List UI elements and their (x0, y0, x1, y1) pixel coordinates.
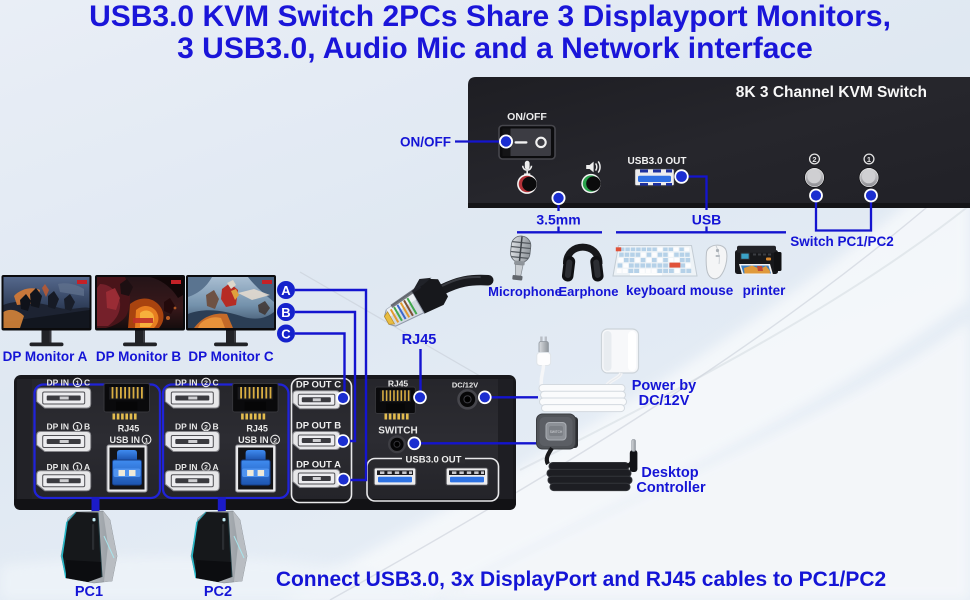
svg-text:DC/12V: DC/12V (639, 393, 690, 409)
svg-text:DP IN: DP IN (47, 378, 70, 388)
svg-text:B: B (281, 305, 290, 320)
svg-text:C: C (281, 326, 291, 341)
svg-text:RJ45: RJ45 (246, 424, 268, 434)
svg-text:DP Monitor A: DP Monitor A (3, 349, 88, 364)
svg-text:Switch PC1/PC2: Switch PC1/PC2 (790, 234, 894, 249)
svg-text:Desktop: Desktop (641, 465, 698, 481)
svg-text:DP IN: DP IN (175, 422, 198, 432)
svg-text:USB IN: USB IN (238, 435, 269, 445)
svg-text:A: A (84, 462, 90, 472)
svg-text:Controller: Controller (636, 480, 706, 496)
svg-text:C: C (213, 378, 219, 388)
svg-text:1: 1 (145, 437, 149, 444)
svg-text:mouse: mouse (690, 283, 734, 298)
svg-text:2: 2 (204, 465, 208, 472)
svg-text:1: 1 (76, 380, 80, 387)
svg-text:1: 1 (76, 424, 80, 431)
svg-text:Earphone: Earphone (559, 284, 619, 299)
svg-text:2: 2 (812, 155, 816, 164)
svg-text:DP IN: DP IN (175, 462, 198, 472)
svg-text:ON/OFF: ON/OFF (400, 135, 451, 150)
svg-text:DP OUT B: DP OUT B (296, 420, 341, 431)
svg-text:DP Monitor B: DP Monitor B (96, 349, 181, 364)
svg-text:DP Monitor C: DP Monitor C (188, 349, 273, 364)
svg-text:PC1: PC1 (75, 584, 103, 600)
svg-text:A: A (281, 283, 291, 298)
svg-text:Power by: Power by (632, 378, 696, 394)
svg-text:A: A (213, 462, 219, 472)
svg-text:8K 3 Channel KVM Switch: 8K 3 Channel KVM Switch (736, 84, 927, 101)
svg-text:2: 2 (204, 424, 208, 431)
svg-text:DP OUT C: DP OUT C (296, 380, 341, 391)
svg-text:B: B (213, 422, 219, 432)
svg-text:USB3.0 KVM Switch 2PCs Share 3: USB3.0 KVM Switch 2PCs Share 3 Displaypo… (89, 0, 891, 33)
svg-text:DP IN: DP IN (175, 378, 198, 388)
svg-text:printer: printer (743, 283, 787, 298)
svg-text:B: B (84, 422, 90, 432)
svg-text:1: 1 (76, 465, 80, 472)
svg-text:DP IN: DP IN (47, 462, 70, 472)
svg-text:RJ45: RJ45 (118, 424, 140, 434)
svg-text:RJ45: RJ45 (402, 332, 437, 348)
svg-text:2: 2 (273, 437, 277, 444)
svg-text:Connect USB3.0, 3x DisplayPort: Connect USB3.0, 3x DisplayPort and RJ45 … (276, 568, 886, 591)
svg-text:USB3.0 OUT: USB3.0 OUT (406, 454, 462, 465)
svg-text:SWITCH: SWITCH (550, 430, 563, 434)
svg-text:3.5mm: 3.5mm (536, 212, 580, 228)
svg-text:DC/12V: DC/12V (452, 380, 478, 389)
svg-text:Microphone: Microphone (488, 284, 562, 299)
svg-text:DP OUT A: DP OUT A (296, 460, 341, 471)
svg-text:DP IN: DP IN (47, 422, 70, 432)
svg-text:PC2: PC2 (204, 584, 232, 600)
svg-text:keyboard: keyboard (626, 283, 686, 298)
svg-text:2: 2 (204, 380, 208, 387)
svg-text:1: 1 (867, 155, 871, 164)
svg-text:USB: USB (692, 212, 722, 228)
svg-text:USB IN: USB IN (110, 435, 141, 445)
svg-text:C: C (84, 378, 90, 388)
svg-text:USB3.0 OUT: USB3.0 OUT (628, 156, 687, 167)
svg-text:ON/OFF: ON/OFF (507, 111, 547, 123)
svg-text:RJ45: RJ45 (388, 378, 409, 388)
svg-text:3 USB3.0, Audio Mic and a Netw: 3 USB3.0, Audio Mic and a Network interf… (177, 32, 813, 65)
svg-text:SWITCH: SWITCH (378, 426, 417, 437)
